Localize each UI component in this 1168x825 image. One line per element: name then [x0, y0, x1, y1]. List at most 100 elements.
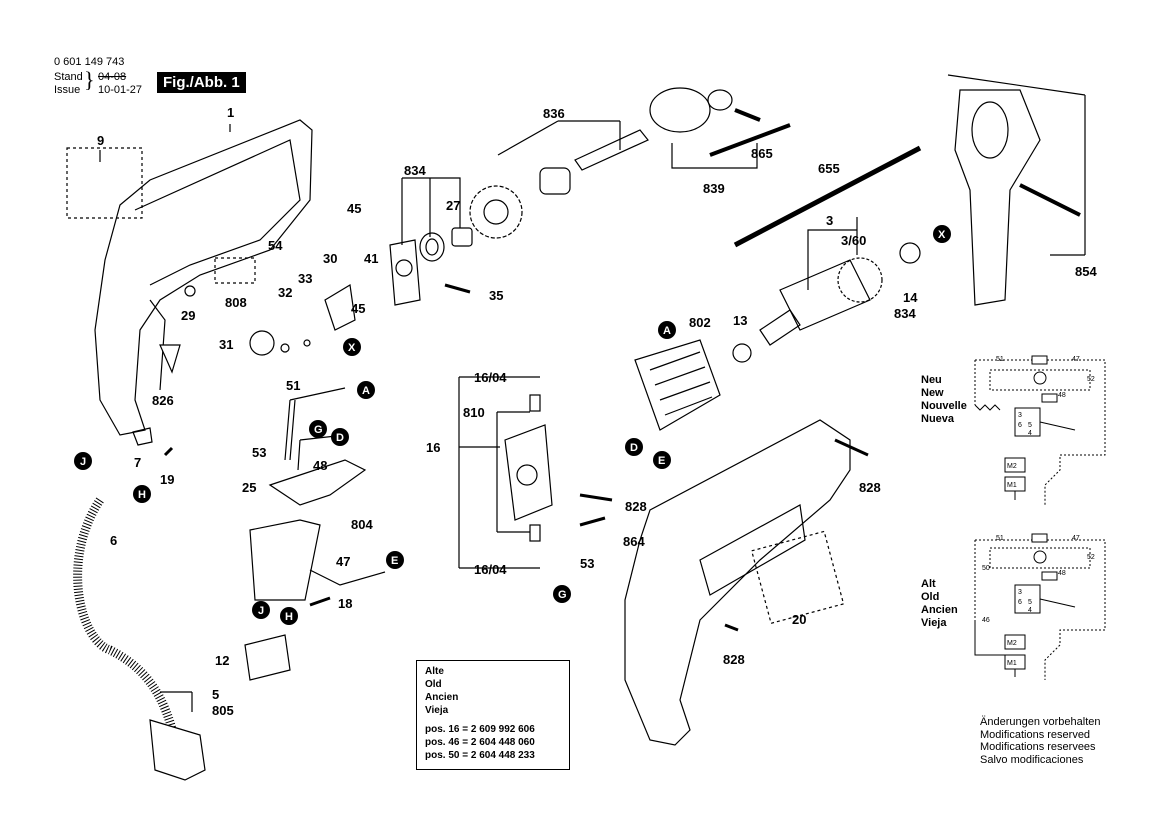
part-label-12: 12	[215, 653, 229, 668]
part-label-854: 854	[1075, 264, 1097, 279]
part-label-828-b: 828	[859, 480, 881, 495]
part-label-41: 41	[364, 251, 378, 266]
armature	[779, 259, 871, 331]
switch-body	[249, 519, 321, 601]
wo-term-51: 51	[996, 535, 1004, 542]
wn-term-m2: M2	[1007, 463, 1017, 470]
callout-a-left: A	[357, 381, 375, 399]
svg-text:E: E	[658, 455, 665, 467]
cover-12	[244, 634, 291, 681]
callout-g-left: G	[309, 420, 327, 438]
gear	[469, 185, 523, 239]
part-label-45-lower: 45	[351, 301, 365, 316]
plug	[149, 719, 206, 781]
housing-right	[624, 419, 851, 746]
chuck	[649, 87, 711, 133]
part-label-804: 804	[351, 517, 373, 532]
wo-term-4: 4	[1028, 607, 1032, 614]
part-label-16: 16	[426, 440, 440, 455]
wo-lang-1: Alt	[921, 578, 936, 590]
wo-term-5: 5	[1028, 599, 1032, 606]
wn-term-51: 51	[996, 356, 1004, 363]
wire-47	[309, 569, 386, 586]
part-label-53-right: 53	[580, 556, 594, 571]
callout-a-right: A	[658, 321, 676, 339]
svg-text:X: X	[938, 229, 946, 241]
callout-d-right: D	[625, 438, 643, 456]
part-label-27: 27	[446, 198, 460, 213]
part-label-839: 839	[703, 181, 725, 196]
svg-text:A: A	[362, 385, 370, 397]
brace: }	[84, 67, 95, 92]
depth-rod	[733, 145, 922, 248]
bearing-13	[732, 343, 752, 363]
sleeve	[539, 167, 571, 195]
legend-line-4: Vieja	[425, 705, 449, 716]
part-label-6: 6	[110, 533, 117, 548]
power-cable	[73, 497, 180, 742]
wo-term-52: 52	[1087, 554, 1095, 561]
part-label-3: 3	[826, 213, 833, 228]
wire-51	[284, 387, 346, 461]
legend-box: Alte Old Ancien Vieja pos. 16 = 2 609 99…	[416, 660, 570, 770]
needle-bearing	[451, 227, 473, 247]
wn-lang-3: Nouvelle	[921, 400, 967, 412]
part-label-35: 35	[489, 288, 503, 303]
callout-x-left: X	[343, 338, 361, 356]
part-label-47: 47	[336, 554, 350, 569]
wo-term-m1: M1	[1007, 660, 1017, 667]
part-label-7: 7	[134, 455, 141, 470]
field-coil	[634, 339, 721, 431]
part-label-836: 836	[543, 106, 565, 121]
part-number: 0 601 149 743	[54, 56, 125, 68]
wo-lang-2: Old	[921, 591, 940, 603]
part-label-53-left: 53	[252, 445, 266, 460]
part-label-19: 19	[160, 472, 174, 487]
part-label-864: 864	[623, 534, 645, 549]
label-9	[66, 147, 143, 219]
part-label-30: 30	[323, 251, 337, 266]
label-20	[750, 530, 845, 625]
brush-holder	[504, 424, 553, 521]
callout-j-left: J	[252, 601, 270, 619]
legend-line-3: Ancien	[425, 692, 459, 703]
wiring-new-languages: Neu New Nouvelle Nueva	[921, 374, 967, 426]
svg-text:J: J	[258, 605, 264, 617]
part-label-865: 865	[751, 146, 773, 161]
svg-text:J: J	[80, 456, 86, 468]
part-label-826: 826	[152, 393, 174, 408]
legend-line-2: Old	[425, 679, 442, 690]
wo-lang-3: Ancien	[921, 604, 958, 616]
svg-text:A: A	[663, 325, 671, 337]
note-de: Änderungen vorbehalten	[980, 716, 1101, 728]
callout-j-cable: J	[74, 452, 92, 470]
issue-label: Issue	[54, 84, 81, 96]
part-label-54: 54	[268, 238, 283, 253]
part-label-834-right: 834	[894, 306, 916, 321]
part-label-31: 31	[219, 337, 233, 352]
wo-term-m2: M2	[1007, 640, 1017, 647]
callout-d-left: D	[331, 428, 349, 446]
part-label-32: 32	[278, 285, 292, 300]
wn-term-48: 48	[1058, 392, 1066, 399]
part-label-16-04-top: 16/04	[474, 370, 507, 385]
part-label-25: 25	[242, 480, 256, 495]
part-label-18: 18	[338, 596, 352, 611]
old-date: 04-08	[98, 71, 127, 83]
part-label-828-c: 828	[723, 652, 745, 667]
legend-pos-50: pos. 50 = 2 604 448 233	[425, 750, 535, 761]
legend-line-1: Alte	[425, 666, 444, 677]
note-fr: Modifications reservees	[980, 741, 1096, 753]
svg-text:G: G	[314, 424, 323, 436]
callout-e-right: E	[653, 451, 671, 469]
figure-label: Fig./Abb. 1	[157, 72, 246, 93]
wo-term-48: 48	[1058, 570, 1066, 577]
part-label-45: 45	[347, 201, 361, 216]
part-label-834: 834	[404, 163, 426, 178]
wo-term-46: 46	[982, 617, 990, 624]
ring	[419, 232, 445, 262]
wn-term-m1: M1	[1007, 482, 1017, 489]
part-label-33: 33	[298, 271, 312, 286]
wn-term-47: 47	[1072, 356, 1080, 363]
